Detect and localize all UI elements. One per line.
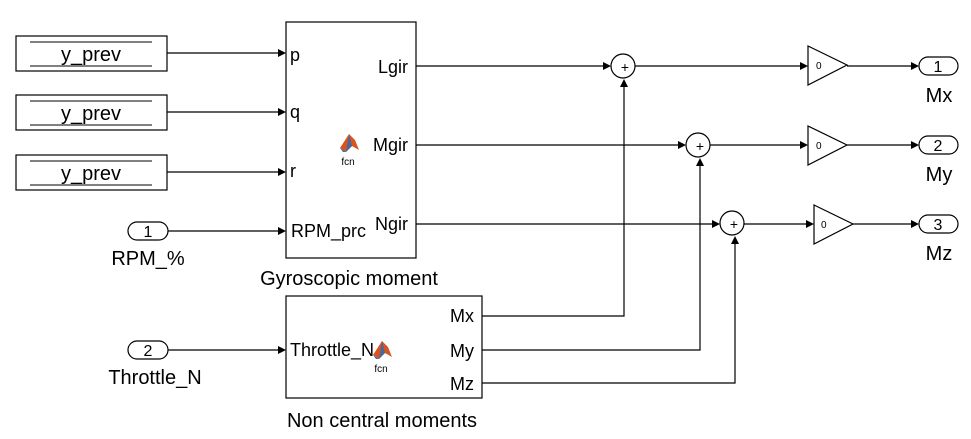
inport-1-name: RPM_%	[111, 248, 185, 270]
from-block-2[interactable]: y_prev	[15, 94, 168, 131]
outport-2-number: 2	[934, 138, 943, 155]
inport-2-name: Throttle_N	[108, 367, 201, 389]
gain-3-value: 0	[821, 220, 827, 231]
gyro-input-p: p	[290, 45, 300, 65]
noncentral-input-throttle: Throttle_N	[290, 340, 374, 361]
outport-3-name: Mz	[926, 243, 953, 265]
outport-3[interactable]: 3 Mz	[918, 214, 959, 265]
gyro-output-mgir: Mgir	[373, 135, 408, 155]
from-block-2-label: y_prev	[61, 103, 121, 125]
gyroscopic-moment-block[interactable]: p q r RPM_prc Lgir Mgir Ngir fcn Gyrosco…	[260, 21, 438, 290]
outport-2-name: My	[926, 164, 953, 186]
noncentral-block-title: Non central moments	[287, 410, 477, 432]
inport-2[interactable]: 2 Throttle_N	[108, 340, 202, 389]
outport-1[interactable]: 1 Mx	[918, 56, 959, 107]
sum-1-sign: +	[621, 59, 629, 75]
gyro-input-q: q	[290, 102, 300, 122]
gain-block-3[interactable]: 0	[813, 204, 855, 245]
from-block-3-label: y_prev	[61, 163, 121, 185]
sum-3-sign: +	[730, 216, 738, 232]
inport-2-number: 2	[144, 343, 153, 360]
matlab-icon	[373, 341, 392, 359]
from-block-1[interactable]: y_prev	[15, 35, 168, 72]
outport-3-number: 3	[934, 217, 943, 234]
gyro-input-rpm: RPM_prc	[291, 221, 366, 242]
gyro-fcn-label: fcn	[341, 157, 354, 168]
non-central-moments-block[interactable]: Throttle_N Mx My Mz fcn Non central mome…	[285, 295, 483, 432]
gain-2-value: 0	[816, 141, 822, 152]
gain-block-1[interactable]: 0	[807, 45, 849, 86]
gain-block-2[interactable]: 0	[807, 125, 849, 166]
from-block-1-label: y_prev	[61, 44, 121, 66]
noncentral-fcn-label: fcn	[374, 364, 387, 375]
outport-1-name: Mx	[926, 85, 953, 107]
noncentral-output-mx: Mx	[450, 306, 474, 326]
inport-1[interactable]: 1 RPM_%	[111, 221, 185, 270]
wire-mx[interactable]	[482, 86, 625, 317]
signal-lines	[167, 49, 919, 384]
gain-1-value: 0	[816, 61, 822, 72]
outport-2[interactable]: 2 My	[918, 135, 959, 186]
noncentral-output-mz: Mz	[450, 374, 474, 394]
noncentral-output-my: My	[450, 341, 474, 361]
sum-block-3[interactable]: +	[719, 210, 745, 236]
matlab-icon	[340, 134, 359, 152]
gyro-output-ngir: Ngir	[375, 214, 408, 234]
inport-1-number: 1	[144, 224, 153, 241]
from-block-3[interactable]: y_prev	[15, 154, 168, 191]
outport-1-number: 1	[934, 59, 943, 76]
wire-mz[interactable]	[482, 243, 736, 384]
wire-my[interactable]	[482, 165, 701, 351]
gyro-output-lgir: Lgir	[378, 57, 408, 77]
sum-block-1[interactable]: +	[610, 53, 636, 79]
sum-block-2[interactable]: +	[685, 132, 711, 158]
gyro-input-r: r	[290, 161, 296, 181]
sum-2-sign: +	[696, 138, 704, 154]
gyro-block-title: Gyroscopic moment	[260, 268, 438, 290]
